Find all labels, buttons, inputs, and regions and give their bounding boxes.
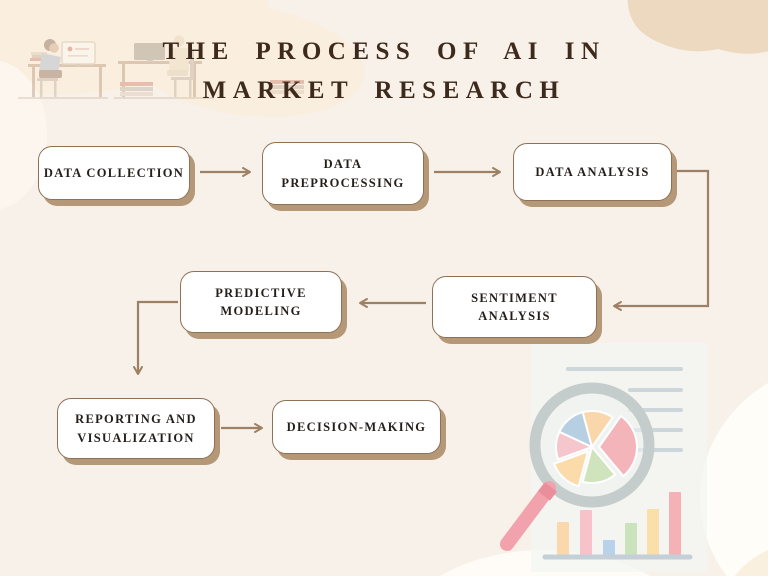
top-right-blob-rings (627, 0, 768, 54)
desk-leg (122, 64, 125, 98)
step-sentiment-analysis: SENTIMENT ANALYSIS (432, 276, 597, 338)
arrow-predictive-to-reporting (133, 300, 178, 375)
white-blob (700, 383, 768, 576)
desk-icon (118, 61, 202, 64)
step-label: PREDICTIVE MODELING (215, 285, 307, 318)
person-figure (167, 35, 194, 98)
top-left-blobs (0, 0, 365, 210)
step-data-collection: DATA COLLECTION (38, 146, 190, 200)
floor-line (18, 97, 108, 99)
magnifier-handle (500, 481, 556, 551)
book-stack-icon (120, 80, 304, 96)
monitor-icon (134, 43, 165, 62)
desk-leg (193, 64, 196, 98)
pie-slice-green (581, 446, 617, 485)
step-label: DECISION-MAKING (286, 419, 427, 434)
pie-slice-orange (581, 409, 614, 448)
magnifier-icon (500, 382, 655, 551)
pie-slice-red (598, 414, 638, 478)
pie-chart-icon (553, 409, 638, 488)
step-decision-making: DECISION-MAKING (272, 400, 441, 454)
monitor-icon (61, 41, 96, 66)
page-title: THE PROCESS OF AI IN MARKET RESEARCH (0, 33, 768, 111)
person-figure (37, 39, 62, 99)
desk-icon (28, 64, 106, 67)
white-blob (0, 60, 47, 210)
magnifier-analytics-illustration (439, 343, 768, 576)
title-line-2: MARKET RESEARCH (202, 76, 566, 104)
desk-leg (99, 67, 102, 98)
step-reporting-visualization: REPORTING AND VISUALIZATION (57, 398, 215, 459)
workspace-illustration (18, 35, 304, 99)
step-predictive-modeling: PREDICTIVE MODELING (180, 271, 342, 333)
book-stack-icon (30, 52, 48, 61)
step-label: SENTIMENT ANALYSIS (471, 290, 558, 323)
step-label: DATA COLLECTION (43, 165, 185, 180)
peach-blob (125, 3, 365, 117)
floor-line (114, 97, 214, 99)
step-data-preprocessing: DATA PREPROCESSING (262, 142, 424, 205)
pie-slice-yellow (553, 450, 589, 488)
peach-corner-blob (734, 549, 768, 576)
step-label: REPORTING AND VISUALIZATION (75, 412, 197, 445)
step-data-analysis: DATA ANALYSIS (513, 143, 672, 201)
tan-blob (627, 0, 768, 54)
arrow-analysis-to-sentiment (613, 169, 710, 311)
step-label: DATA PREPROCESSING (281, 157, 405, 190)
title-line-1: THE PROCESS OF AI IN (162, 38, 606, 65)
desk-leg (32, 67, 35, 98)
bar-chart-icon (542, 492, 693, 560)
step-label: DATA ANALYSIS (535, 164, 650, 179)
